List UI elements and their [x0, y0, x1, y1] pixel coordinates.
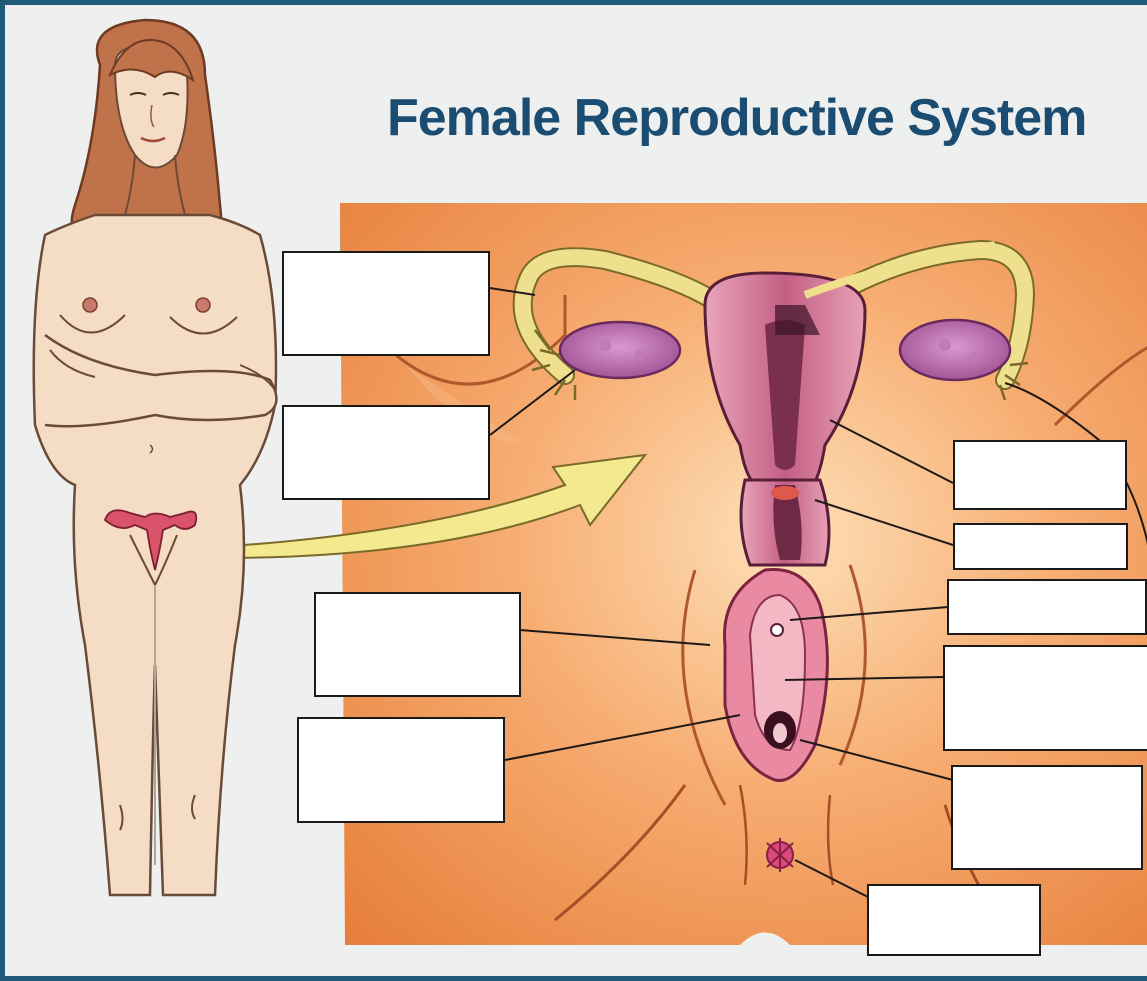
label-box-9[interactable]	[951, 765, 1143, 870]
label-box-1[interactable]	[282, 251, 490, 356]
female-figure	[34, 20, 277, 895]
label-box-4[interactable]	[297, 717, 505, 823]
diagram-title: Female Reproductive System	[387, 83, 1107, 153]
label-box-10[interactable]	[867, 884, 1041, 956]
label-box-8[interactable]	[943, 645, 1147, 751]
label-box-5[interactable]	[953, 440, 1127, 510]
label-box-6[interactable]	[953, 523, 1128, 570]
label-box-7[interactable]	[947, 579, 1147, 635]
label-box-2[interactable]	[282, 405, 490, 500]
label-box-3[interactable]	[314, 592, 521, 697]
